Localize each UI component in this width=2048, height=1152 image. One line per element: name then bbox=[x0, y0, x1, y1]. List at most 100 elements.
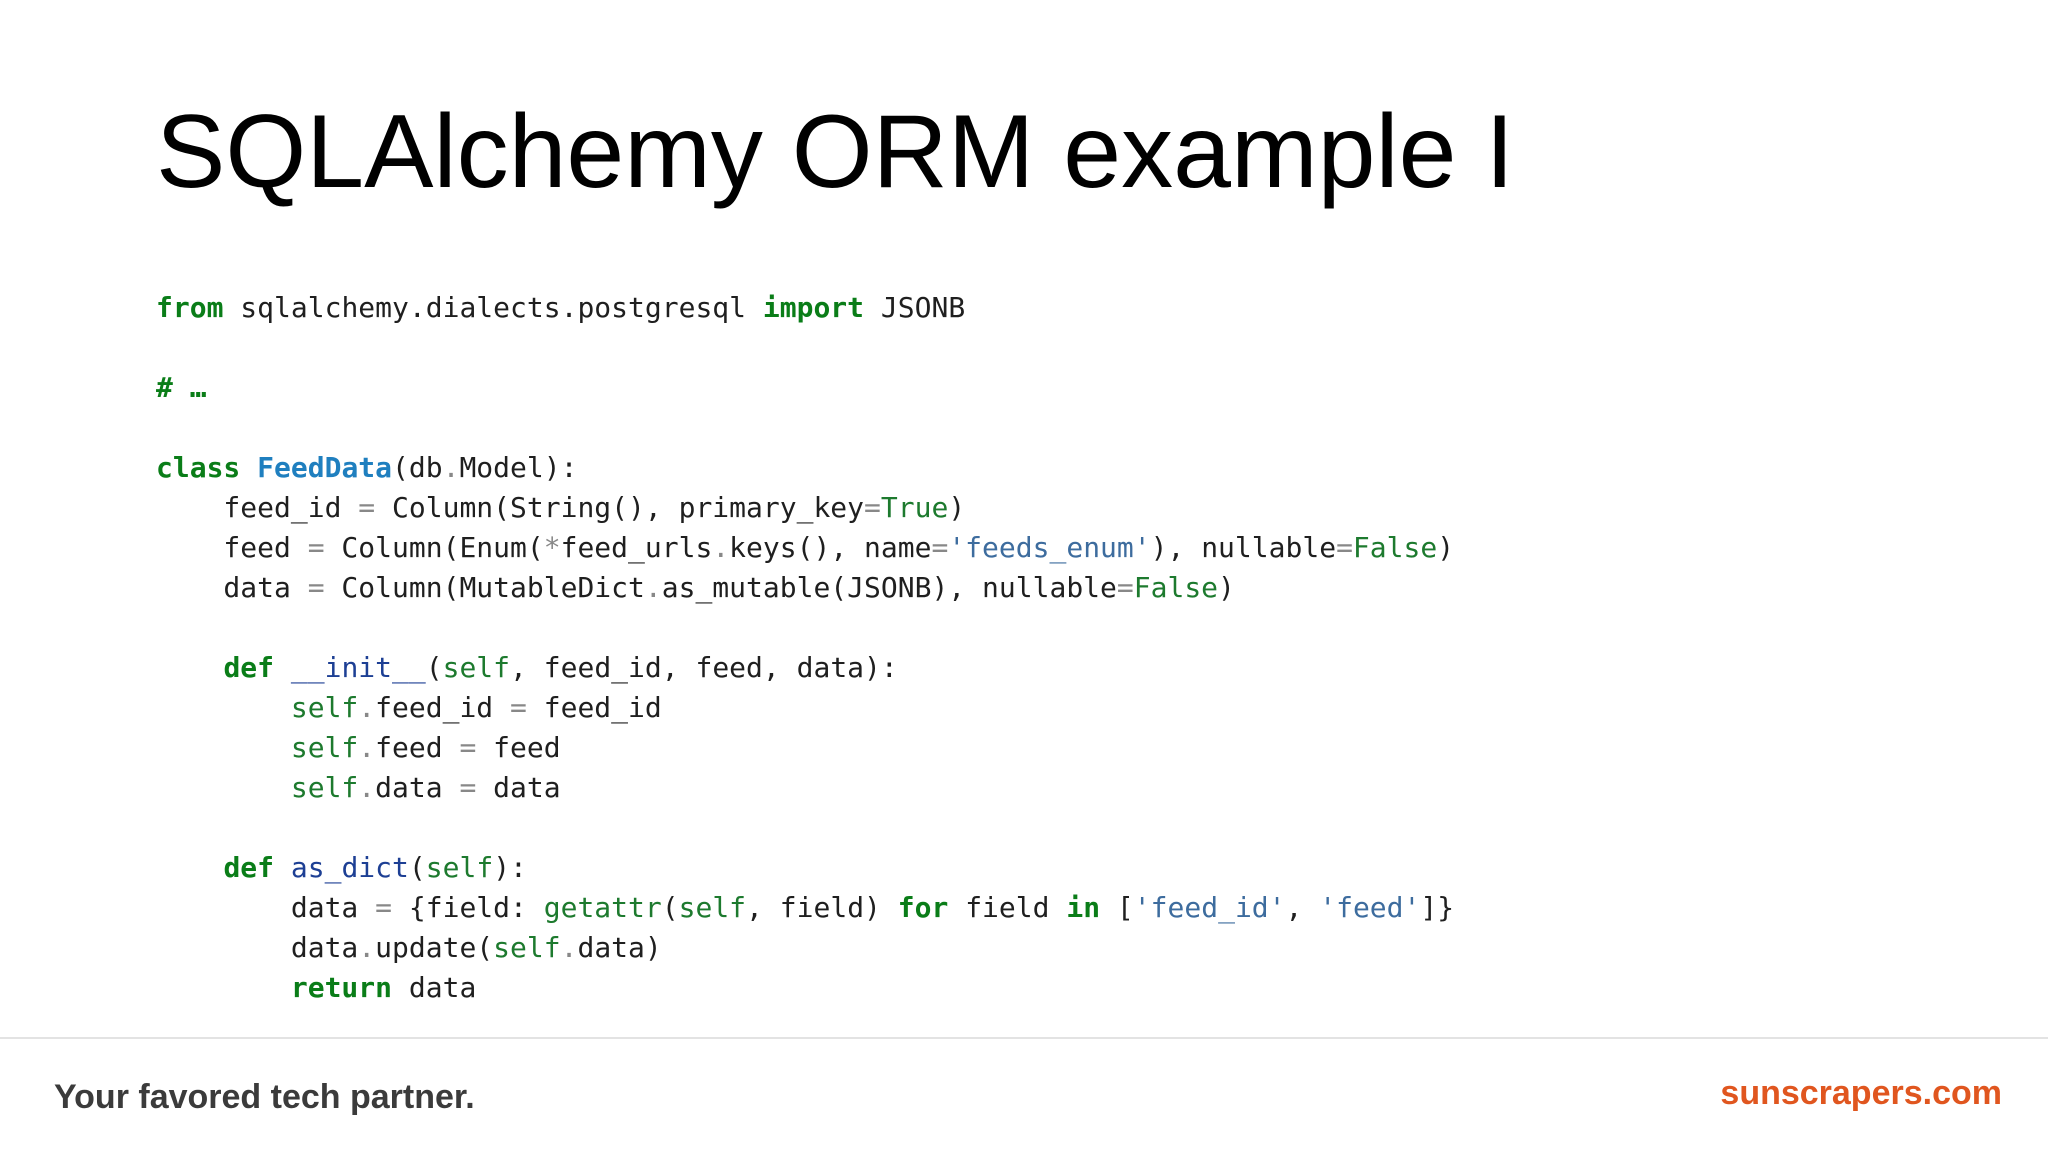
code-line: self.feed = feed bbox=[156, 728, 1454, 768]
code-token bbox=[156, 971, 291, 1004]
code-line: data = Column(MutableDict.as_mutable(JSO… bbox=[156, 568, 1454, 608]
code-line: self.data = data bbox=[156, 768, 1454, 808]
code-token bbox=[274, 651, 291, 684]
code-token: , bbox=[1285, 891, 1320, 924]
code-token: 'feeds_enum' bbox=[948, 531, 1151, 564]
code-token: . bbox=[358, 931, 376, 964]
code-token: . bbox=[442, 451, 460, 484]
code-token: return bbox=[290, 971, 393, 1004]
code-token: ), nullable bbox=[1150, 531, 1337, 564]
code-token: 'feed' bbox=[1319, 891, 1421, 924]
code-token: feed_id bbox=[156, 491, 359, 524]
code-token: # … bbox=[156, 371, 207, 404]
code-line: def __init__(self, feed_id, feed, data): bbox=[156, 648, 1454, 688]
code-token: ]} bbox=[1420, 891, 1455, 924]
code-token: __init__ bbox=[290, 651, 426, 684]
code-line: from sqlalchemy.dialects.postgresql impo… bbox=[156, 288, 1454, 328]
code-token: Model): bbox=[459, 451, 578, 484]
code-token: = bbox=[358, 491, 376, 524]
code-token: sqlalchemy.dialects.postgresql bbox=[223, 291, 763, 324]
code-token: self bbox=[425, 851, 494, 884]
code-line: feed_id = Column(String(), primary_key=T… bbox=[156, 488, 1454, 528]
code-token: [ bbox=[1100, 891, 1134, 924]
code-line: class FeedData(db.Model): bbox=[156, 448, 1454, 488]
code-token bbox=[156, 771, 291, 804]
code-token: def bbox=[223, 651, 275, 684]
code-token: feed bbox=[375, 731, 460, 764]
code-token: self bbox=[442, 651, 511, 684]
code-token bbox=[156, 851, 223, 884]
code-token: data bbox=[375, 771, 460, 804]
code-line: data = {field: getattr(self, field) for … bbox=[156, 888, 1454, 928]
footer-tagline: Your favored tech partner. bbox=[54, 1078, 475, 1116]
code-line: feed = Column(Enum(*feed_urls.keys(), na… bbox=[156, 528, 1454, 568]
code-token: ( bbox=[408, 851, 426, 884]
code-line: data.update(self.data) bbox=[156, 928, 1454, 968]
code-token: ( bbox=[661, 891, 679, 924]
footer-site-link[interactable]: sunscrapers.com bbox=[1720, 1074, 2002, 1112]
code-token: as_dict bbox=[290, 851, 409, 884]
code-token: class bbox=[156, 451, 241, 484]
code-token: = bbox=[307, 531, 325, 564]
code-line: def as_dict(self): bbox=[156, 848, 1454, 888]
code-token: feed bbox=[156, 531, 308, 564]
code-token: = bbox=[1116, 571, 1134, 604]
code-token: def bbox=[223, 851, 275, 884]
code-token: FeedData bbox=[257, 451, 393, 484]
code-token: ) bbox=[1437, 531, 1455, 564]
code-block: from sqlalchemy.dialects.postgresql impo… bbox=[156, 288, 1454, 1008]
code-token: in bbox=[1066, 891, 1101, 924]
code-token: False bbox=[1352, 531, 1438, 564]
code-token: , field) bbox=[746, 891, 898, 924]
code-token: Column(Enum( bbox=[324, 531, 544, 564]
code-token: JSONB bbox=[864, 291, 966, 324]
code-token: . bbox=[358, 771, 376, 804]
code-line bbox=[156, 328, 1454, 368]
code-token: data) bbox=[577, 931, 662, 964]
code-token: feed bbox=[476, 731, 561, 764]
code-token: * bbox=[543, 531, 561, 564]
code-token: . bbox=[644, 571, 662, 604]
code-token: Column(MutableDict bbox=[324, 571, 645, 604]
code-token: from bbox=[156, 291, 224, 324]
code-token: = bbox=[1336, 531, 1353, 564]
code-token: = bbox=[307, 571, 325, 604]
code-token: self bbox=[493, 931, 561, 964]
code-token: feed_urls bbox=[560, 531, 713, 564]
code-token: update( bbox=[375, 931, 494, 964]
code-line: return data bbox=[156, 968, 1454, 1008]
code-token: ) bbox=[1218, 571, 1235, 604]
code-line bbox=[156, 808, 1454, 848]
code-token: data bbox=[476, 771, 561, 804]
code-line bbox=[156, 608, 1454, 648]
code-token: field bbox=[948, 891, 1067, 924]
code-token: data bbox=[156, 891, 376, 924]
code-token: = bbox=[864, 491, 881, 524]
code-token: . bbox=[560, 931, 578, 964]
code-token bbox=[156, 691, 291, 724]
footer: Your favored tech partner. sunscrapers.c… bbox=[0, 1039, 2048, 1152]
code-token: . bbox=[358, 691, 376, 724]
code-token: = bbox=[459, 731, 477, 764]
code-token: getattr bbox=[543, 891, 662, 924]
code-token: = bbox=[931, 531, 949, 564]
code-line: # … bbox=[156, 368, 1454, 408]
code-token: = bbox=[375, 891, 393, 924]
code-token: import bbox=[762, 291, 865, 324]
code-token: data bbox=[156, 571, 308, 604]
code-token: self bbox=[290, 731, 359, 764]
code-token: False bbox=[1133, 571, 1219, 604]
code-token: . bbox=[712, 531, 730, 564]
code-token: self bbox=[678, 891, 747, 924]
code-token: data bbox=[392, 971, 477, 1004]
code-line bbox=[156, 408, 1454, 448]
code-token: Column(String(), primary_key bbox=[375, 491, 865, 524]
code-token: = bbox=[459, 771, 477, 804]
code-token: . bbox=[358, 731, 376, 764]
code-token: 'feed_id' bbox=[1133, 891, 1286, 924]
code-token bbox=[274, 851, 291, 884]
code-token: for bbox=[897, 891, 949, 924]
code-token: ): bbox=[493, 851, 527, 884]
code-token: (db bbox=[392, 451, 443, 484]
